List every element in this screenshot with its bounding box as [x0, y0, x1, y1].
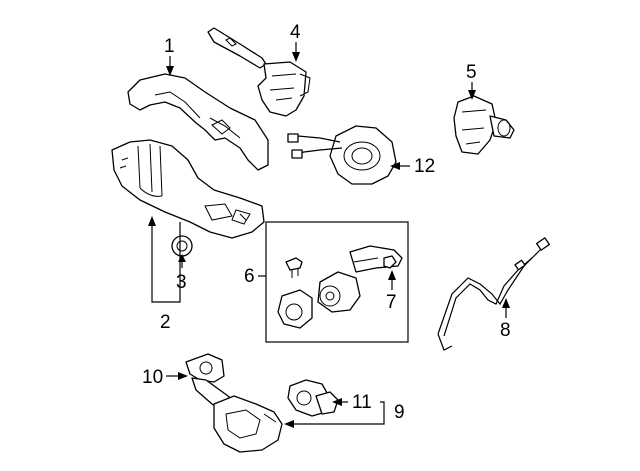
callout-9: 9 — [394, 402, 405, 423]
ignition-switch — [453, 95, 515, 155]
callout-8: 8 — [500, 320, 511, 341]
callout-2: 2 — [160, 312, 171, 333]
callout-12: 12 — [414, 156, 435, 177]
upper-column-shroud — [127, 73, 269, 171]
lower-column-shroud — [111, 139, 265, 239]
clockspring — [287, 125, 397, 185]
lock-housing-assembly — [213, 379, 339, 453]
shift-interlock-cable — [437, 237, 551, 351]
lock-cylinder — [277, 245, 403, 329]
ignition-ring — [171, 235, 193, 257]
callout-10: 10 — [142, 367, 163, 388]
multifunction-switch — [207, 27, 311, 117]
callout-3: 3 — [176, 272, 187, 293]
callout-1: 1 — [164, 36, 175, 57]
leader-lines — [148, 42, 510, 428]
callout-5: 5 — [466, 62, 477, 83]
callout-7: 7 — [386, 292, 397, 313]
callout-4: 4 — [290, 22, 301, 43]
lock-kit-box — [265, 221, 409, 343]
callout-labels: 1 4 5 12 3 2 6 7 8 10 11 9 — [142, 22, 511, 423]
callout-6: 6 — [244, 266, 255, 287]
callout-11: 11 — [352, 392, 372, 413]
